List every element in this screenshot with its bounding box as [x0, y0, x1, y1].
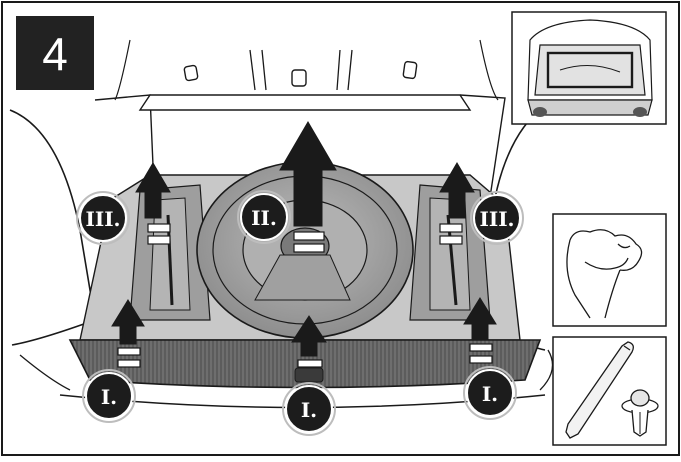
callout-right-side: III.	[470, 191, 524, 245]
callout-label-right-side: III.	[479, 207, 514, 231]
arrow-up-center	[279, 121, 337, 227]
callout-label-center-wheel: II.	[251, 206, 277, 230]
callout-label-center-front: I.	[301, 398, 317, 422]
callout-right-front: I.	[463, 366, 517, 420]
arrow-up-front-left	[111, 299, 145, 345]
callout-center-front: I.	[282, 382, 336, 436]
step-number: 4	[42, 28, 68, 80]
inset-vehicle-rear-view	[511, 11, 667, 125]
inset-tools	[552, 336, 667, 446]
callout-left-side: III.	[76, 191, 130, 245]
callout-label-left-front: I.	[101, 385, 117, 409]
arrow-up-front-center	[291, 315, 327, 357]
step-badge: 4	[16, 16, 94, 90]
inset-hand-pull	[552, 213, 667, 327]
arrow-up-right-side	[439, 162, 475, 219]
callout-label-right-front: I.	[482, 382, 498, 406]
callout-label-left-side: III.	[85, 207, 120, 231]
callout-center-wheel: II.	[237, 190, 291, 244]
callout-left-front: I.	[82, 369, 136, 423]
arrow-up-left-side	[135, 162, 171, 219]
arrow-up-front-right	[463, 297, 497, 341]
vehicle-rear-trunk-icon	[527, 19, 653, 117]
hand-grip-icon	[566, 229, 643, 319]
callout-group: III. II. III. I. I. I.	[76, 190, 524, 436]
trim-removal-tool-and-clip-icon	[565, 341, 659, 439]
removal-arrows	[111, 121, 497, 357]
trunk-scene	[9, 39, 554, 409]
